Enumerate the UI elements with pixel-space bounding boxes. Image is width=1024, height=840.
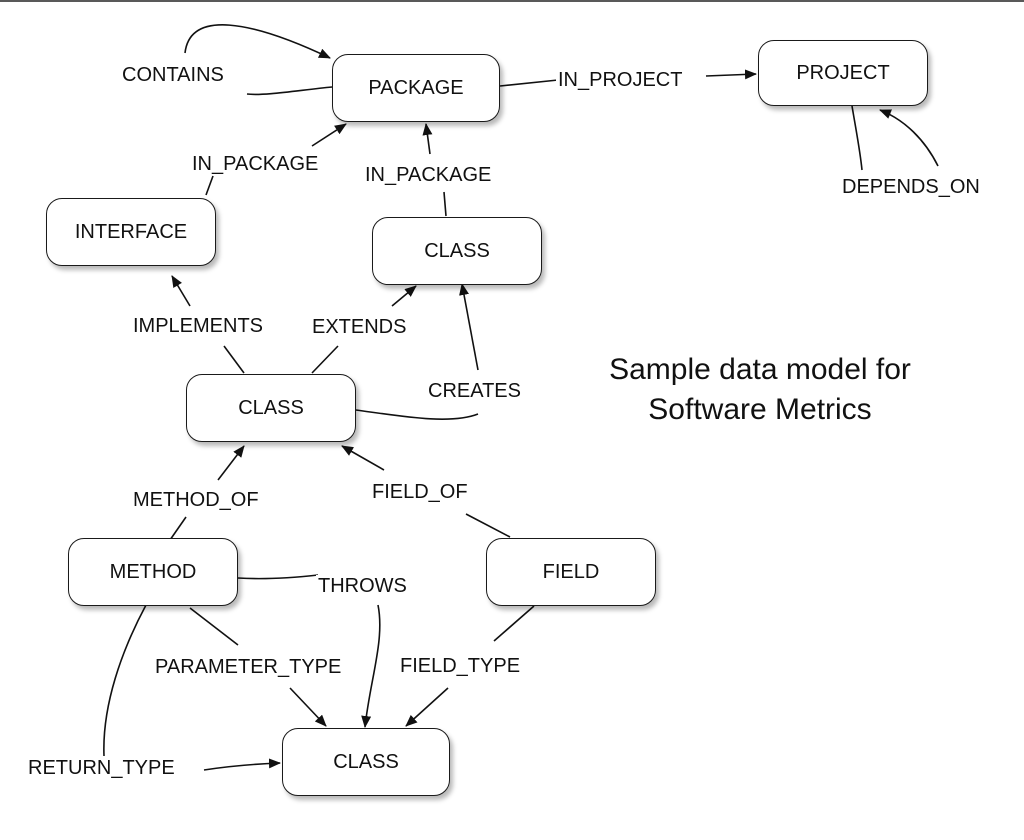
edge-field-type-arrow xyxy=(405,687,449,727)
edge-in-project-arrow xyxy=(705,69,757,80)
edge-in-package-right-arrow xyxy=(422,123,433,155)
edge-label-field-type: FIELD_TYPE xyxy=(398,655,523,677)
edge-label-implements: IMPLEMENTS xyxy=(131,315,266,337)
edge-throws xyxy=(237,574,319,580)
edge-label-throws: THROWS xyxy=(316,575,409,597)
edge-label-return-type: RETURN_TYPE xyxy=(26,757,177,779)
node-class-mid[interactable]: CLASS xyxy=(186,374,356,442)
edge-in-project xyxy=(499,79,559,87)
edge-field-type xyxy=(493,605,535,642)
edge-label-in-project: IN_PROJECT xyxy=(556,69,685,91)
node-project[interactable]: PROJECT xyxy=(758,40,928,106)
edge-field-of xyxy=(465,513,511,538)
edge-label-contains: CONTAINS xyxy=(120,64,226,86)
edge-creates-arrow xyxy=(459,283,479,371)
node-interface[interactable]: INTERFACE xyxy=(46,198,216,266)
diagram-title-line-1: Sample data model for xyxy=(609,353,911,386)
edge-implements xyxy=(223,345,245,374)
edge-in-package-right xyxy=(443,191,447,217)
edge-return-type-arrow xyxy=(203,758,281,771)
edge-method-of-arrow xyxy=(217,445,245,481)
edge-throws-arrow xyxy=(361,604,381,728)
node-class-top[interactable]: CLASS xyxy=(372,217,542,285)
edge-parameter-type xyxy=(189,607,239,646)
edge-label-extends: EXTENDS xyxy=(310,316,409,338)
edge-depends-on-arrow xyxy=(879,109,939,167)
node-class-bottom[interactable]: CLASS xyxy=(282,728,450,796)
edge-depends-on xyxy=(851,105,863,171)
edge-in-package-left xyxy=(205,175,214,196)
node-package[interactable]: PACKAGE xyxy=(332,54,500,122)
node-field[interactable]: FIELD xyxy=(486,538,656,606)
edge-label-parameter-type: PARAMETER_TYPE xyxy=(153,656,344,678)
edge-label-creates: CREATES xyxy=(426,380,523,402)
edge-label-field-of: FIELD_OF xyxy=(370,481,470,503)
edge-extends xyxy=(311,345,339,374)
edge-label-depends-on: DEPENDS_ON xyxy=(840,176,982,198)
edge-contains xyxy=(246,86,333,96)
edge-creates xyxy=(355,409,479,420)
edge-in-package-left-arrow xyxy=(311,123,347,147)
diagram-title: Sample data model for Software Metrics xyxy=(560,350,960,430)
edge-parameter-type-arrow xyxy=(289,687,327,727)
node-method[interactable]: METHOD xyxy=(68,538,238,606)
edge-return-type xyxy=(103,604,147,757)
edge-field-of-arrow xyxy=(341,445,385,471)
edge-method-of xyxy=(169,516,187,541)
edge-contains-arrow xyxy=(184,24,331,59)
diagram-title-line-2: Software Metrics xyxy=(648,393,872,426)
edge-implements-arrow xyxy=(171,275,191,307)
edge-label-in-package-left: IN_PACKAGE xyxy=(190,153,321,175)
edge-label-in-package-right: IN_PACKAGE xyxy=(363,164,494,186)
edge-extends-arrow xyxy=(391,285,417,307)
edge-label-method-of: METHOD_OF xyxy=(131,489,261,511)
